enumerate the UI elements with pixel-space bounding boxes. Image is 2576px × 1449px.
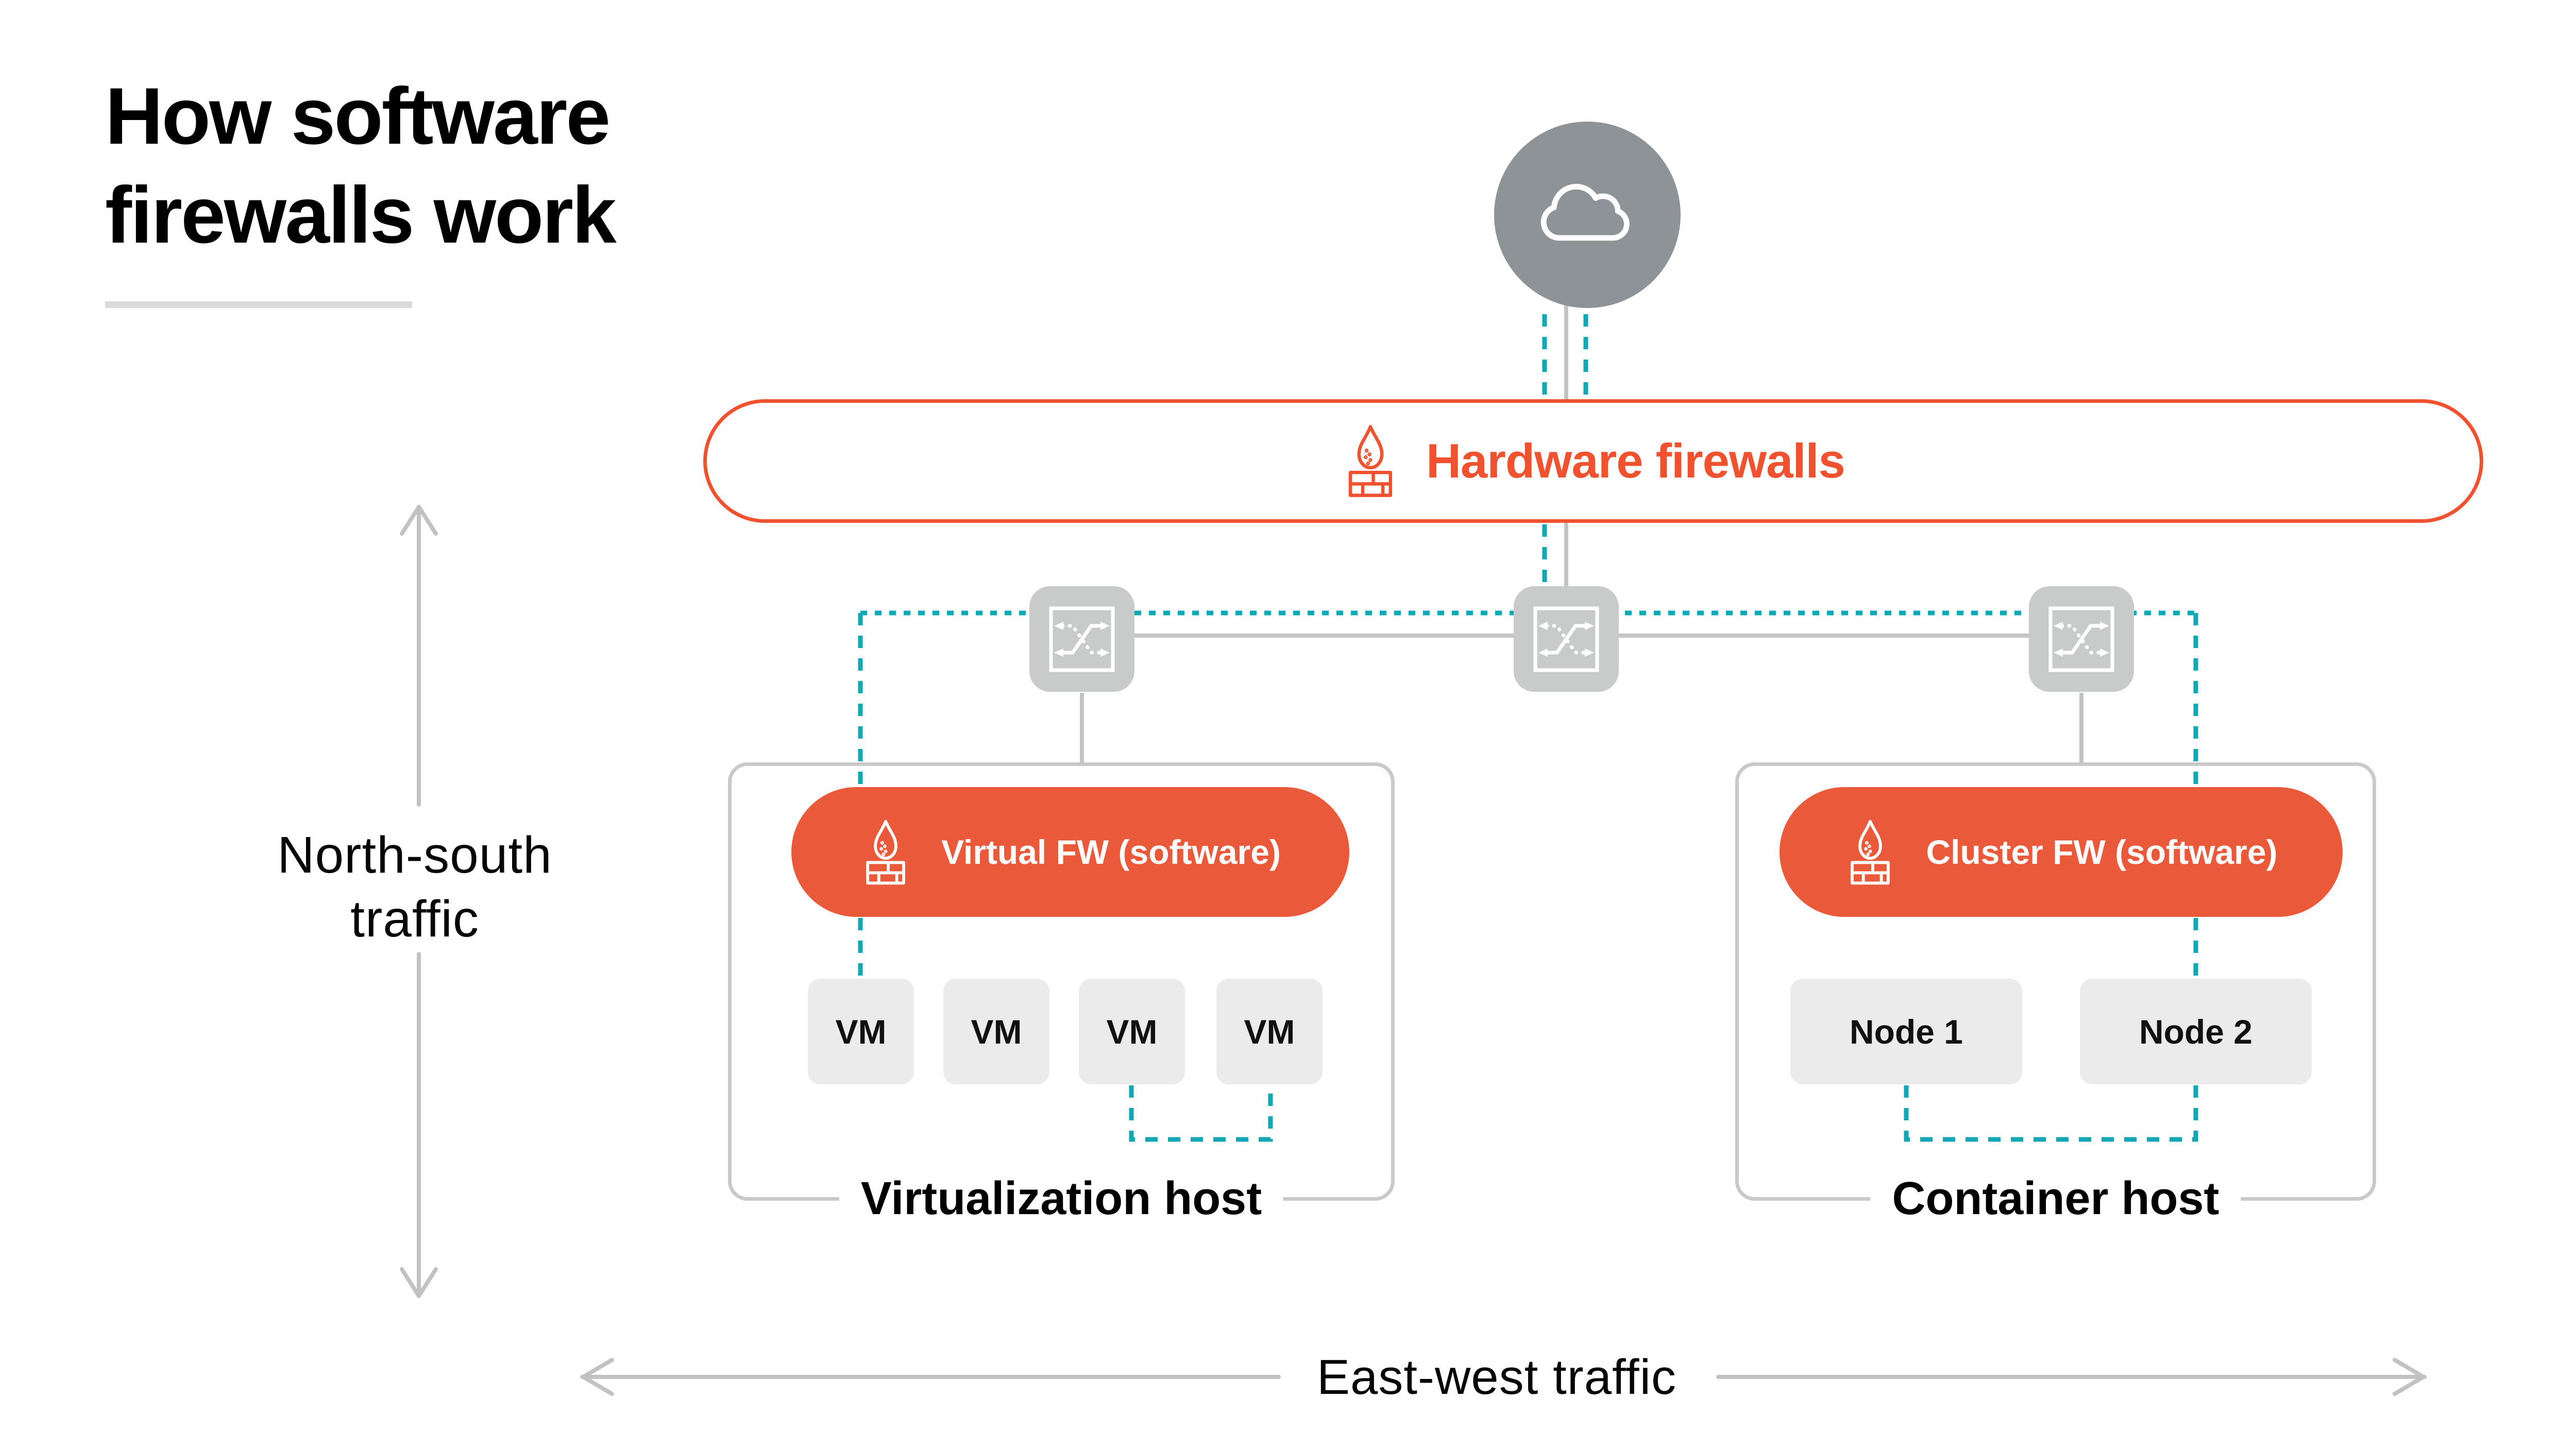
vm-box: VM bbox=[1079, 979, 1185, 1084]
vm-label: VM bbox=[971, 1012, 1022, 1051]
virtualization-host-label: Virtualization host bbox=[839, 1166, 1284, 1231]
network-switch bbox=[2029, 586, 2134, 692]
container-host-label: Container host bbox=[1870, 1166, 2241, 1231]
north-south-arrow bbox=[400, 505, 438, 1298]
virtual-fw-pill: Virtual FW (software) bbox=[791, 787, 1349, 917]
switch-icon bbox=[2045, 603, 2117, 675]
page-title: How software firewalls work bbox=[105, 67, 826, 265]
container-host-box: Container host bbox=[1735, 762, 2376, 1231]
east-west-arrow bbox=[580, 1358, 2427, 1396]
vm-box: VM bbox=[1216, 979, 1323, 1084]
vm-box: VM bbox=[943, 979, 1049, 1084]
internet-cloud-badge bbox=[1494, 122, 1681, 308]
vm-label: VM bbox=[1106, 1012, 1158, 1051]
page-title-line1: How software bbox=[105, 72, 611, 161]
hardware-firewalls-pill: Hardware firewalls bbox=[703, 399, 2483, 523]
network-switch bbox=[1514, 586, 1619, 692]
virtualization-host-box: Virtualization host bbox=[728, 762, 1395, 1231]
cluster-fw-label: Cluster FW (software) bbox=[1926, 833, 2278, 871]
hardware-firewalls-label: Hardware firewalls bbox=[1426, 434, 1845, 488]
node-label: Node 1 bbox=[1849, 1012, 1963, 1051]
vm-box: VM bbox=[808, 979, 914, 1084]
firewall-icon bbox=[1844, 818, 1896, 887]
firewall-icon bbox=[1342, 423, 1399, 499]
page-title-line2: firewalls work bbox=[105, 171, 617, 260]
gray-connectors bbox=[1080, 305, 2083, 763]
cloud-icon bbox=[1532, 179, 1643, 251]
vm-label: VM bbox=[835, 1012, 887, 1051]
switch-icon bbox=[1046, 603, 1118, 675]
node-box: Node 1 bbox=[1790, 979, 2022, 1084]
node-label: Node 2 bbox=[2139, 1012, 2253, 1051]
title-underline bbox=[105, 301, 412, 308]
node-box: Node 2 bbox=[2080, 979, 2312, 1084]
network-switch bbox=[1029, 586, 1134, 692]
switch-icon bbox=[1530, 603, 1602, 675]
virtual-fw-label: Virtual FW (software) bbox=[941, 833, 1281, 871]
cluster-fw-pill: Cluster FW (software) bbox=[1780, 787, 2343, 917]
east-west-traffic-label: East-west traffic bbox=[1316, 1350, 1677, 1405]
north-south-traffic-label: North-south traffic bbox=[277, 826, 552, 948]
vm-label: VM bbox=[1244, 1012, 1295, 1051]
firewall-icon bbox=[860, 818, 911, 887]
